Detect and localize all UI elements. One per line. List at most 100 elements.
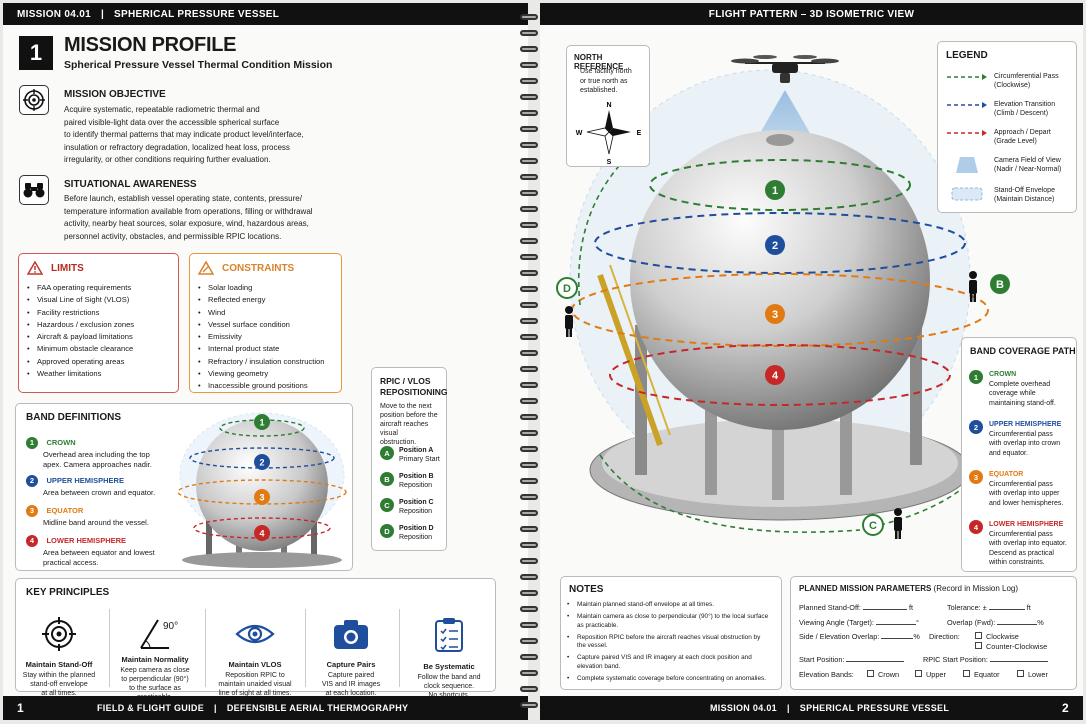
limits-item: Facility restrictions bbox=[27, 307, 134, 320]
note-item: Reposition RPIC before the aircraft reac… bbox=[567, 634, 779, 651]
constraints-box: CONSTRAINTS Solar loading Reflected ener… bbox=[189, 253, 342, 393]
constraints-item: Wind bbox=[198, 307, 325, 320]
footer-title: SPHERICAL PRESSURE VESSEL bbox=[799, 703, 950, 713]
viewing-angle-field[interactable]: Viewing Angle (Target): ° bbox=[799, 618, 919, 627]
flight-pattern-illustration: 1 2 3 4 D B C bbox=[556, 55, 1011, 539]
svg-text:2: 2 bbox=[772, 240, 778, 252]
caution-icon bbox=[197, 260, 215, 280]
footer-guide: FIELD & FLIGHT GUIDE bbox=[97, 703, 204, 713]
target-icon bbox=[19, 85, 49, 115]
constraints-item: Refractory / insulation construction bbox=[198, 356, 325, 369]
constraints-item: Emissivity bbox=[198, 331, 325, 344]
header-mission: MISSION 04.01 bbox=[17, 8, 91, 20]
svg-text:4: 4 bbox=[259, 529, 264, 539]
limits-item: FAA operating requirements bbox=[27, 282, 134, 295]
params-box: PLANNED MISSION PARAMETERS (Record in Mi… bbox=[790, 576, 1077, 690]
page-subtitle: Spherical Pressure Vessel Thermal Condit… bbox=[64, 59, 333, 71]
constraints-item: Solar loading bbox=[198, 282, 325, 295]
limits-heading: LIMITS bbox=[51, 263, 84, 274]
params-heading: PLANNED MISSION PARAMETERS (Record in Mi… bbox=[799, 584, 1019, 593]
key-principles-heading: KEY PRINCIPLES bbox=[26, 587, 110, 598]
svg-text:3: 3 bbox=[772, 309, 778, 321]
header-separator: | bbox=[100, 8, 105, 20]
small-vessel-illustration: 1 2 3 4 bbox=[177, 412, 347, 568]
constraints-item: Vessel surface condition bbox=[198, 319, 325, 332]
overlap-fwd-field[interactable]: Overlap (Fwd): % bbox=[947, 618, 1044, 627]
compass-icon: N S W E bbox=[576, 102, 642, 166]
notes-box: NOTES Maintain planned stand-off envelop… bbox=[560, 576, 782, 690]
svg-text:C: C bbox=[869, 520, 877, 532]
legend-box: LEGEND Circumferential Pass(Clockwise) E… bbox=[937, 41, 1077, 213]
left-header: MISSION 04.01 | SPHERICAL PRESSURE VESSE… bbox=[3, 3, 528, 25]
lower-checkbox[interactable]: Lower bbox=[1017, 670, 1048, 679]
upper-checkbox[interactable]: Upper bbox=[915, 670, 946, 679]
warning-icon bbox=[26, 260, 44, 280]
band-def-equator: 3 EQUATOR Midline band around the vessel… bbox=[26, 500, 176, 530]
constraints-item: Reflected energy bbox=[198, 294, 325, 307]
start-position-field[interactable]: Start Position: bbox=[799, 655, 905, 664]
left-page: MISSION 04.01 | SPHERICAL PRESSURE VESSE… bbox=[3, 3, 528, 720]
svg-text:2: 2 bbox=[259, 458, 264, 468]
rpic-start-field[interactable]: RPIC Start Position: bbox=[923, 655, 1048, 664]
cw-checkbox[interactable]: Clockwise bbox=[975, 632, 1019, 641]
legend-item-fov: Camera Field of View(Nadir / Near-Normal… bbox=[946, 156, 1074, 186]
svg-text:N: N bbox=[606, 102, 611, 109]
camera-icon bbox=[334, 620, 368, 649]
limits-item: Hazardous / exclusion zones bbox=[27, 319, 134, 332]
tolerance-field[interactable]: Tolerance: ± ft bbox=[947, 603, 1031, 612]
note-item: Complete systematic coverage before conc… bbox=[567, 675, 779, 684]
header-title: SPHERICAL PRESSURE VESSEL bbox=[114, 8, 280, 20]
band-definitions-heading: BAND DEFINITIONS bbox=[26, 412, 121, 423]
page-number: 1 bbox=[17, 701, 24, 715]
svg-text:3: 3 bbox=[259, 493, 264, 503]
legend-item-elevation: Elevation Transition(Climb / Descent) bbox=[946, 100, 1074, 128]
svg-text:S: S bbox=[607, 159, 612, 166]
band-definitions-box: BAND DEFINITIONS 1 CROWN Overhead area i… bbox=[15, 403, 353, 571]
constraints-item: Internal product state bbox=[198, 343, 325, 356]
limits-item: Visual Line of Sight (VLOS) bbox=[27, 294, 134, 307]
svg-text:D: D bbox=[563, 283, 571, 295]
equator-checkbox[interactable]: Equator bbox=[963, 670, 1000, 679]
eye-icon bbox=[235, 624, 275, 644]
limits-item: Aircraft & payload limitations bbox=[27, 331, 134, 344]
limits-item: Weather limitations bbox=[27, 368, 134, 381]
ccw-checkbox[interactable]: Counter-Clockwise bbox=[975, 642, 1047, 651]
constraints-heading: CONSTRAINTS bbox=[222, 263, 295, 274]
awareness-heading: SITUATIONAL AWARENESS bbox=[64, 179, 197, 190]
svg-text:4: 4 bbox=[772, 370, 779, 382]
svg-text:1: 1 bbox=[259, 418, 264, 428]
binoculars-icon bbox=[19, 175, 49, 205]
awareness-text: Before launch, establish vessel operatin… bbox=[64, 194, 313, 241]
legend-item-envelope: Stand-Off Envelope(Maintain Distance) bbox=[946, 186, 1074, 214]
page-title: MISSION PROFILE bbox=[64, 34, 237, 56]
side-overlap-field[interactable]: Side / Elevation Overlap: % bbox=[799, 632, 920, 641]
coverage-heading: BAND COVERAGE PATH bbox=[970, 346, 1076, 356]
objective-text: Acquire systematic, repeatable radiometr… bbox=[64, 105, 304, 164]
standoff-field[interactable]: Planned Stand-Off: ft bbox=[799, 603, 914, 612]
north-heading: NORTH REFERENCE bbox=[574, 53, 624, 71]
principle-standoff: Maintain Stand-Off Stay within the plann… bbox=[15, 617, 103, 698]
constraints-item: Inaccessible ground positions bbox=[198, 380, 325, 393]
legend-item-circumferential: Circumferential Pass(Clockwise) bbox=[946, 72, 1074, 100]
principle-normality: 90° Maintain Normality Keep camera as cl… bbox=[111, 617, 199, 702]
direction-label: Direction: bbox=[929, 632, 960, 641]
footer-mission: MISSION 04.01 bbox=[710, 703, 777, 713]
left-footer: 1 FIELD & FLIGHT GUIDE | DEFENSIBLE AERI… bbox=[3, 696, 528, 720]
crown-checkbox[interactable]: Crown bbox=[867, 670, 899, 679]
svg-text:E: E bbox=[637, 130, 642, 137]
right-footer: MISSION 04.01 | SPHERICAL PRESSURE VESSE… bbox=[540, 696, 1083, 720]
right-page: FLIGHT PATTERN – 3D ISOMETRIC VIEW 1 2 3… bbox=[540, 3, 1083, 720]
limits-box: LIMITS FAA operating requirements Visual… bbox=[18, 253, 179, 393]
